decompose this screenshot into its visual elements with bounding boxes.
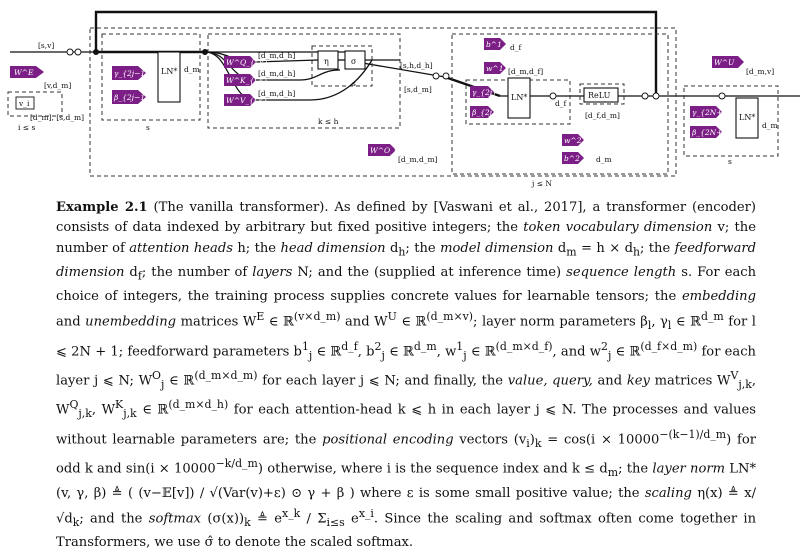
add-node-6 bbox=[641, 92, 649, 100]
tag-beta-1 bbox=[112, 90, 146, 104]
label-dm-s-dm: [d_m], [s,d_m] bbox=[30, 113, 84, 122]
tag-w-k-label: W^K_{j,k} bbox=[226, 76, 268, 85]
residual-wire-top bbox=[94, 10, 658, 95]
ln-box-1 bbox=[157, 51, 181, 103]
ln1-region bbox=[101, 33, 201, 121]
label-dm-3: d_m bbox=[762, 121, 778, 130]
tag-w-q-label: W^Q_{j,k} bbox=[226, 58, 269, 67]
example-caption: Example 2.1 (The vanilla transformer). A… bbox=[56, 198, 756, 554]
add-node bbox=[66, 48, 74, 56]
relu-region bbox=[579, 83, 625, 105]
label-i-le-s: i ≤ s bbox=[18, 123, 35, 132]
heads-region bbox=[207, 33, 401, 129]
tag-w-u bbox=[712, 56, 744, 68]
label-s-3: s bbox=[728, 157, 732, 166]
tag-gamma-2-label: γ_{2j} bbox=[472, 88, 497, 97]
label-dm-dh-1: [d_m,d_h] bbox=[258, 51, 295, 60]
copy-dot bbox=[93, 49, 99, 55]
label-dm-df: [d_m,d_f] bbox=[508, 67, 543, 76]
tag-w2j bbox=[562, 134, 584, 146]
label-dm-dh-3: [d_m,d_h] bbox=[258, 89, 295, 98]
tag-b2j-label: b^2_j bbox=[564, 154, 587, 163]
ln-box-3 bbox=[735, 97, 759, 139]
tag-gamma-2 bbox=[470, 86, 494, 98]
label-s-v: [s,v] bbox=[38, 41, 54, 50]
label-df-dm: [d_f,d_m] bbox=[585, 111, 620, 120]
label-dm-dh-2: [d_m,d_h] bbox=[258, 69, 295, 78]
label-s-h-dh: [s,h,d_h] bbox=[400, 61, 433, 70]
ln-box-3-label: LN* bbox=[739, 113, 755, 122]
tag-beta-1-label: β_{2j−1} bbox=[113, 93, 150, 102]
tag-w1j-label: w^1_j bbox=[486, 64, 510, 73]
label-dm-1: d_m bbox=[184, 65, 200, 74]
label-dm-dm: [d_m,d_m] bbox=[398, 155, 438, 164]
softmax-label: σ bbox=[351, 57, 357, 66]
tag-w-e-label: W^E bbox=[14, 68, 34, 77]
tag-b2j bbox=[562, 152, 584, 164]
label-df-1: d_f bbox=[510, 43, 523, 52]
tag-beta-2 bbox=[470, 106, 494, 118]
ffn-region bbox=[451, 33, 669, 175]
tag-beta-2-label: β_{2j} bbox=[471, 108, 497, 117]
add-node-7 bbox=[652, 92, 660, 100]
posenc-label: v_i bbox=[18, 99, 30, 108]
tag-w2j-label: w^2_j bbox=[564, 136, 588, 145]
transformer-string-diagram: .w { fill: none; stroke: #111; stroke-wi… bbox=[7, 10, 800, 188]
tag-gamma-n bbox=[690, 106, 722, 118]
tag-w-e bbox=[10, 66, 44, 78]
label-j-le-n: j ≤ N bbox=[531, 179, 552, 188]
example-label: Example 2.1 bbox=[56, 200, 148, 215]
label-s-2: s bbox=[352, 79, 356, 88]
add-node-5 bbox=[549, 92, 557, 100]
layer-region bbox=[89, 27, 677, 177]
tag-w1j bbox=[484, 62, 506, 74]
tag-w-k bbox=[224, 74, 256, 86]
tag-w-o bbox=[368, 144, 396, 156]
label-s-dm: [s,d_m] bbox=[404, 85, 432, 94]
add-node-3 bbox=[432, 72, 440, 80]
softmax-region bbox=[311, 45, 373, 87]
label-df-2: d_f bbox=[555, 99, 568, 108]
output-ln-region bbox=[683, 85, 779, 157]
label-s-1: s bbox=[146, 123, 150, 132]
label-dm-2: d_m bbox=[596, 155, 612, 164]
tag-w-v-label: W^V_{j,k} bbox=[226, 96, 268, 105]
label-v-dm: [v,d_m] bbox=[44, 81, 71, 90]
caption-paragraph: Example 2.1 (The vanilla transformer). A… bbox=[56, 200, 757, 551]
posenc-region bbox=[7, 91, 63, 117]
add-node-4 bbox=[442, 72, 450, 80]
relu-label: ReLU bbox=[588, 91, 611, 100]
ln-box-1-label: LN* bbox=[161, 67, 177, 76]
posenc-box bbox=[15, 96, 35, 110]
tag-beta-n bbox=[690, 126, 722, 138]
tag-beta-n-label: β_{2N+1} bbox=[691, 128, 732, 137]
copy-dot-2 bbox=[202, 49, 208, 55]
tag-gamma-n-label: γ_{2N+1} bbox=[692, 108, 732, 117]
tag-b1j bbox=[484, 38, 506, 50]
add-node-2 bbox=[74, 48, 82, 56]
tag-gamma-1 bbox=[112, 66, 146, 80]
scaling-label: η bbox=[324, 57, 329, 66]
ln-box-2-label: LN* bbox=[511, 93, 527, 102]
tag-gamma-1-label: γ_{2j−1} bbox=[114, 69, 150, 78]
tag-w-v bbox=[224, 94, 256, 106]
relu-box bbox=[583, 87, 619, 103]
add-node-8 bbox=[718, 92, 726, 100]
ln-box-2 bbox=[507, 77, 531, 119]
label-k-le-h: k ≤ h bbox=[318, 117, 339, 126]
label-dm-v: [d_m,v] bbox=[746, 67, 774, 76]
tag-w-u-label: W^U bbox=[714, 58, 735, 67]
tag-w-q bbox=[224, 56, 256, 68]
tag-w-o-label: W^O_j bbox=[370, 146, 397, 155]
tag-b1j-label: b^1_j bbox=[486, 40, 509, 49]
